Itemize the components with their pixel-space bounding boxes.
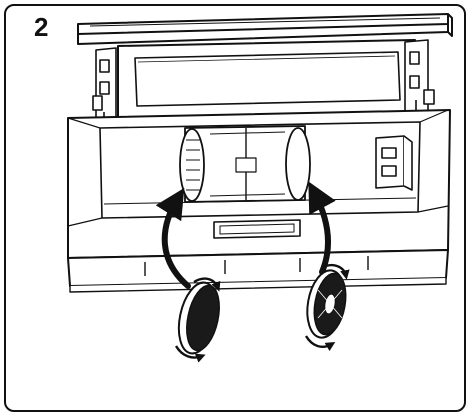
blower-motor (179, 125, 311, 203)
rotate-arrow-icon (304, 335, 336, 352)
step-number: 2 (34, 12, 49, 42)
diagram-frame (4, 4, 466, 412)
right-bracket (404, 39, 435, 119)
curved-arrow-icon (155, 187, 191, 289)
left-bracket (92, 47, 117, 127)
curved-arrow-icon (308, 181, 336, 275)
rotate-arrow-icon (321, 264, 350, 280)
control-box (375, 135, 413, 191)
rotate-arrow-icon (174, 345, 206, 363)
glass-panel (117, 39, 416, 119)
rotate-arrow-icon (193, 277, 221, 292)
carbon-filter-left (177, 281, 220, 355)
carbon-filter-right (306, 269, 347, 339)
hood-top-panel (77, 13, 453, 45)
